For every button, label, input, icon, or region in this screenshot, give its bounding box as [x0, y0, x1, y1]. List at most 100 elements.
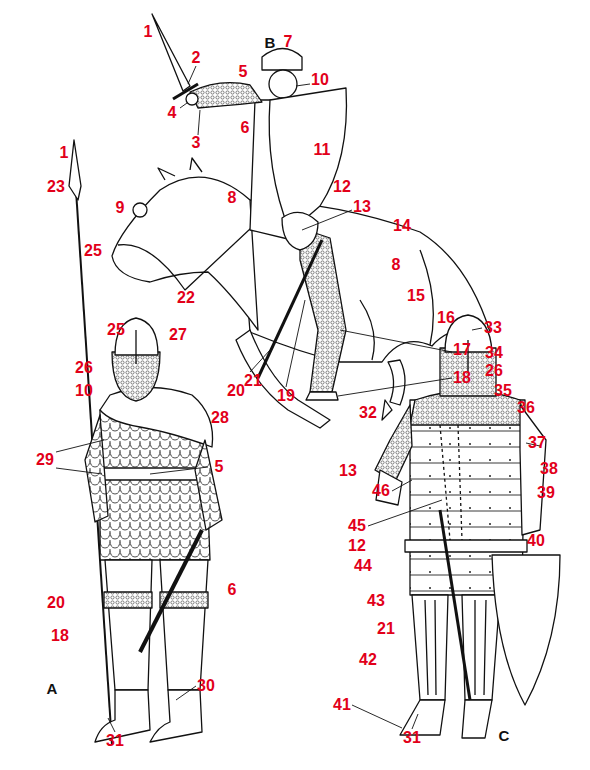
leader-line [296, 84, 310, 86]
leg-splints [412, 595, 448, 700]
leader-line [108, 718, 115, 732]
callout-number: 10 [311, 72, 329, 88]
rider-shield [269, 88, 346, 232]
leader-line [472, 328, 482, 330]
figure-letter: B [265, 35, 276, 50]
leader-lines [56, 66, 540, 732]
leader-line [198, 110, 200, 135]
sword-blade [152, 14, 190, 91]
sword-scabbard [140, 530, 202, 652]
callout-number: 18 [453, 370, 471, 386]
rider-leg [300, 228, 346, 392]
sword [440, 510, 470, 700]
callout-number: 27 [169, 327, 187, 343]
callout-number: 6 [228, 582, 237, 598]
leader-line [338, 378, 452, 396]
spear-head [69, 140, 81, 200]
callout-number: 21 [244, 373, 262, 389]
rider-arm [190, 83, 262, 108]
callout-number: 44 [354, 558, 372, 574]
callout-number: 31 [106, 733, 124, 749]
callout-number: 16 [437, 310, 455, 326]
reins [118, 212, 268, 290]
callout-number: 35 [494, 383, 512, 399]
leader-line [150, 467, 208, 474]
callout-number: 33 [484, 320, 502, 336]
callout-number: 10 [75, 383, 93, 399]
callout-number: 13 [353, 199, 371, 215]
leader-line [250, 350, 270, 372]
callout-number: 28 [211, 410, 229, 426]
leader-line [286, 300, 305, 387]
callout-number: 46 [372, 483, 390, 499]
crest-figure [382, 400, 392, 420]
nasal-guard [135, 330, 136, 364]
rider-hand [186, 93, 198, 105]
callout-number: 45 [348, 518, 366, 534]
leader-line [340, 330, 452, 352]
callout-number: 4 [168, 105, 177, 121]
horse-eye-guard [133, 203, 147, 217]
callout-number: 11 [314, 142, 331, 158]
callout-number: 21 [377, 621, 395, 637]
standing-soldier-a [69, 140, 222, 745]
callout-number: 12 [348, 538, 366, 554]
callout-number: 41 [333, 697, 351, 713]
callout-number: 32 [359, 405, 377, 421]
shoe [150, 690, 202, 742]
belt [405, 540, 527, 552]
knee-band [104, 592, 152, 608]
callout-number: 26 [485, 363, 503, 379]
leader-line [302, 210, 352, 230]
horse-leg [388, 360, 405, 405]
callout-number: 1 [60, 145, 69, 161]
callout-number: 29 [36, 452, 54, 468]
callout-number: 42 [359, 652, 377, 668]
horse-ears [158, 158, 202, 180]
callout-number: 9 [116, 200, 125, 216]
callout-number: 1 [144, 24, 153, 40]
leader-line [180, 103, 187, 108]
leader-line [56, 440, 104, 452]
callout-number: 5 [239, 64, 248, 80]
figure-letter: A [47, 681, 58, 696]
leader-line [412, 714, 418, 729]
callout-number: 7 [284, 34, 293, 50]
rider-face [269, 70, 297, 98]
leg [105, 560, 152, 690]
figure-letter: C [499, 728, 510, 743]
callout-number: 26 [75, 360, 93, 376]
callout-number: 17 [453, 342, 471, 358]
callout-number: 36 [517, 400, 535, 416]
leader-line [368, 500, 442, 526]
arm [195, 440, 222, 530]
callout-number: 2 [192, 50, 201, 66]
rider-foot [306, 392, 338, 400]
scabbard [258, 240, 322, 378]
callout-number: 12 [333, 179, 351, 195]
callout-number: 43 [367, 593, 385, 609]
callout-number: 5 [215, 459, 224, 475]
cloak [100, 388, 213, 448]
sabaton [462, 700, 492, 738]
callout-number: 20 [227, 383, 245, 399]
leader-line [352, 705, 402, 728]
callout-number: 6 [241, 120, 250, 136]
callout-number: 38 [540, 461, 558, 477]
leader-line [56, 468, 102, 474]
callout-number: 25 [84, 243, 102, 259]
callout-number: 14 [393, 218, 411, 234]
callout-number: 40 [527, 533, 545, 549]
callout-number: 30 [197, 678, 215, 694]
belt [100, 468, 210, 480]
callout-number: 20 [47, 595, 65, 611]
callout-number: 34 [485, 345, 503, 361]
callout-number: 18 [51, 628, 69, 644]
rider-cap [262, 49, 302, 71]
caparison-fold [360, 250, 433, 360]
callout-number: 31 [403, 730, 421, 746]
callout-number: 39 [537, 485, 555, 501]
callout-number: 13 [339, 463, 357, 479]
leg [160, 560, 208, 690]
